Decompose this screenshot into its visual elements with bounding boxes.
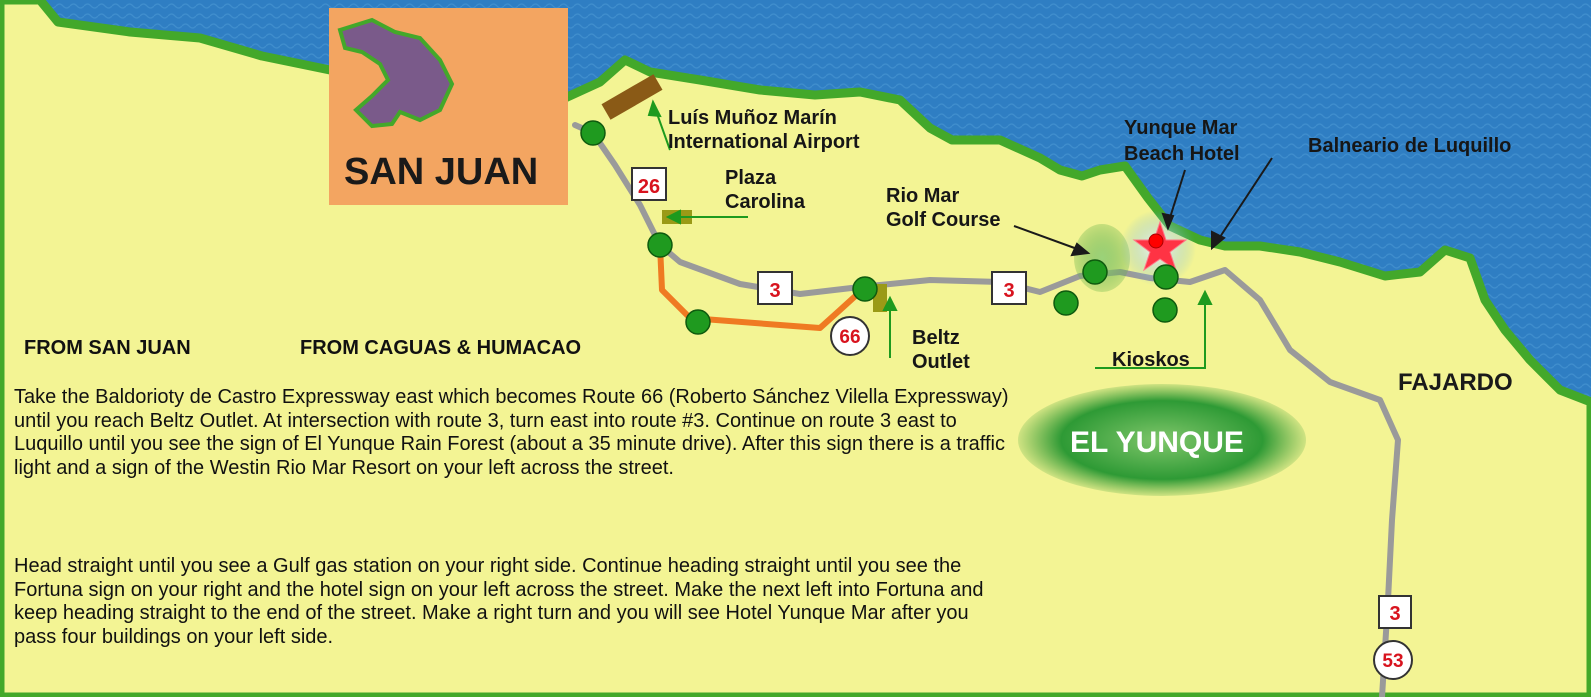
route-26-shield: 26: [631, 167, 667, 201]
waypoint-route3-east[interactable]: [1053, 290, 1079, 316]
fajardo-label: FAJARDO: [1398, 369, 1513, 396]
svg-text:3: 3: [1003, 280, 1014, 302]
san-juan-islet: [337, 17, 455, 129]
road-66: [657, 242, 865, 331]
waypoint-route66-west[interactable]: [685, 309, 711, 335]
el-yunque-forest: [1018, 384, 1306, 496]
beltz-label-line1: Beltz: [912, 327, 960, 349]
route-3-shield-west: 3: [757, 271, 793, 305]
hotel-pointer-arrowhead: [1161, 212, 1175, 231]
waypoint-kioskos[interactable]: [1152, 297, 1178, 323]
beltz-pointer-arrowhead: [882, 295, 898, 311]
route-3-shield-south: 3: [1378, 595, 1412, 629]
hotel-label-line1: Yunque Mar: [1124, 117, 1238, 139]
route-66-shield: 66: [830, 316, 870, 356]
balneario-label: Balneario de Luquillo: [1308, 135, 1511, 157]
svg-text:3: 3: [769, 280, 780, 302]
riomar-pointer-arrowhead: [1070, 242, 1091, 257]
el-yunque-label: EL YUNQUE: [1070, 426, 1244, 459]
directions-paragraph-2: Head straight until you see a Gulf gas s…: [14, 555, 984, 648]
waypoint-plaza[interactable]: [647, 232, 673, 258]
svg-text:66: 66: [839, 327, 860, 348]
san-juan-label: SAN JUAN: [344, 151, 538, 193]
waypoint-airport[interactable]: [580, 120, 606, 146]
kioskos-pointer-arrow: [1095, 300, 1206, 369]
svg-text:26: 26: [638, 176, 660, 198]
waypoint-beltz[interactable]: [852, 276, 878, 302]
kioskos-pointer-arrowhead: [1197, 289, 1213, 305]
route-3-shield-east: 3: [991, 271, 1027, 305]
plaza-label-line1: Plaza: [725, 167, 777, 189]
airport-runway: [601, 74, 663, 120]
airport-label-line1: Luís Muñoz Marín: [668, 107, 837, 129]
tab-from-caguas-humacao[interactable]: FROM CAGUAS & HUMACAO: [300, 337, 582, 359]
airport-label-line2: International Airport: [668, 131, 860, 153]
beltz-label-line2: Outlet: [912, 351, 970, 373]
hotel-label-line2: Beach Hotel: [1124, 143, 1240, 165]
balneario-pointer-arrowhead: [1211, 230, 1226, 251]
waypoint-hotel[interactable]: [1153, 264, 1179, 290]
riomar-pointer-arrow: [1013, 225, 1081, 251]
balneario-pointer-arrow: [1217, 157, 1273, 241]
plaza-label-line2: Carolina: [725, 191, 806, 213]
hotel-dot: [1148, 233, 1164, 249]
svg-text:3: 3: [1389, 603, 1400, 625]
waypoint-riomar[interactable]: [1082, 259, 1108, 285]
airport-pointer-arrowhead: [647, 99, 662, 118]
kioskos-label: Kioskos: [1112, 349, 1190, 371]
svg-text:53: 53: [1382, 651, 1403, 672]
directions-paragraph-1: Take the Baldorioty de Castro Expressway…: [14, 386, 1009, 479]
route-53-shield: 53: [1373, 640, 1413, 680]
plaza-pointer-arrowhead: [665, 209, 681, 225]
tab-from-san-juan[interactable]: FROM SAN JUAN: [24, 337, 191, 359]
riomar-label-line2: Golf Course: [886, 209, 1000, 231]
riomar-label-line1: Rio Mar: [886, 185, 960, 207]
